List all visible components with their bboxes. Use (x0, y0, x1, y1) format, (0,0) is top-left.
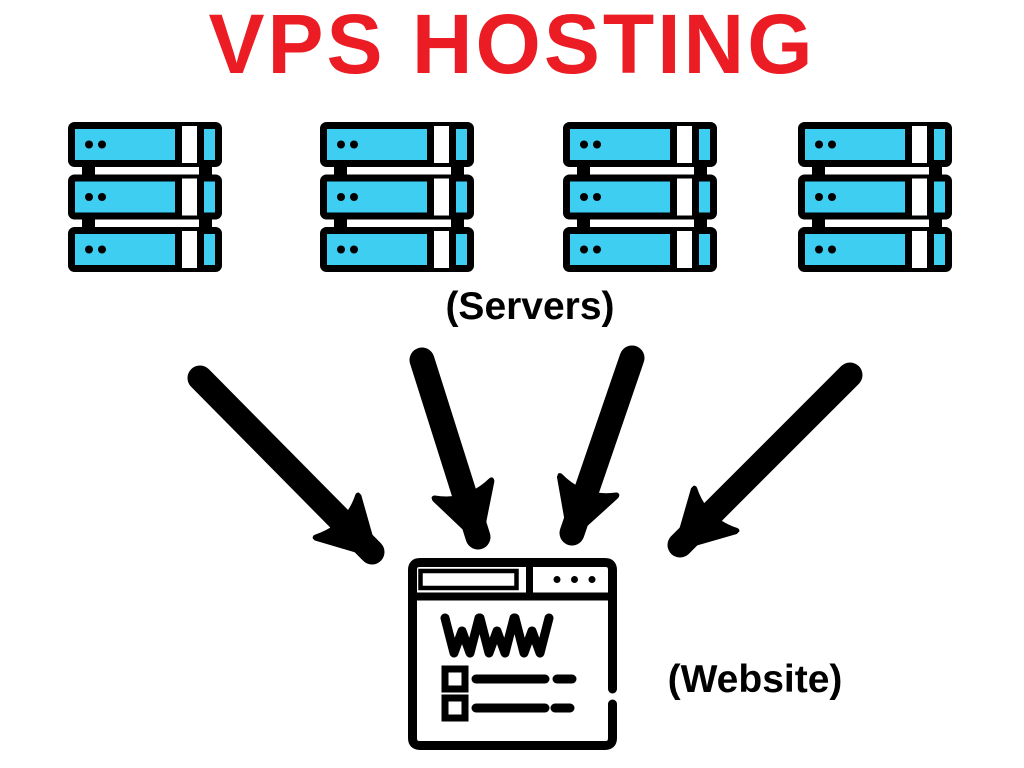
arrow-icon (572, 345, 645, 546)
converging-arrows (187, 345, 863, 565)
browser-frame (408, 558, 617, 750)
window-dots-icon (553, 576, 596, 583)
list-row (441, 665, 577, 693)
address-bar (418, 568, 519, 591)
server-stack-icon (320, 122, 474, 272)
arrow-icon (187, 365, 385, 565)
list-row (441, 694, 575, 722)
server-stack-icon (563, 122, 717, 272)
server-stack-icon (798, 122, 952, 272)
page-title: VPS HOSTING (208, 0, 816, 91)
server-stack-icon (68, 122, 222, 272)
arrow-icon (667, 362, 863, 558)
checkbox-icon (441, 694, 469, 722)
website-label: (Website) (667, 658, 843, 701)
servers-label: (Servers) (445, 285, 615, 328)
www-text (440, 613, 554, 658)
browser-window-icon (408, 558, 617, 750)
checkbox-icon (441, 665, 469, 693)
arrow-icon (409, 347, 478, 550)
